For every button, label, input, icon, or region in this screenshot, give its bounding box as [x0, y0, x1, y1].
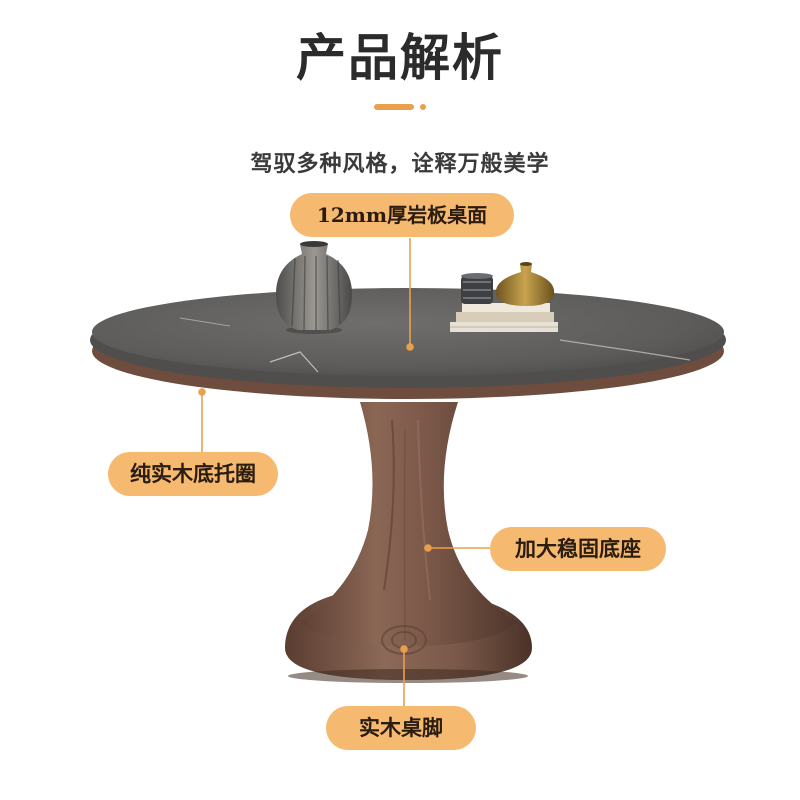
page-subtitle: 驾驭多种风格，诠释万般美学 — [250, 151, 550, 177]
table-pedestal — [300, 402, 518, 655]
title-divider — [0, 104, 800, 112]
gold-vase — [495, 262, 555, 306]
divider-bar — [374, 104, 414, 110]
glass-candle-holder — [461, 273, 493, 304]
callout-table-leg: 实木桌脚 — [326, 706, 476, 750]
ceramic-vase — [276, 241, 352, 334]
callout-tabletop: 12mm厚岩板桌面 — [290, 193, 514, 237]
callout-wood-ring: 纯实木底托圈 — [108, 452, 278, 496]
book-stack — [450, 303, 558, 332]
callout-lines — [198, 238, 490, 706]
page-title: 产品解析 — [296, 28, 504, 87]
slate-tabletop — [90, 288, 726, 388]
divider-dot — [420, 104, 426, 110]
callout-base: 加大稳固底座 — [490, 527, 666, 571]
